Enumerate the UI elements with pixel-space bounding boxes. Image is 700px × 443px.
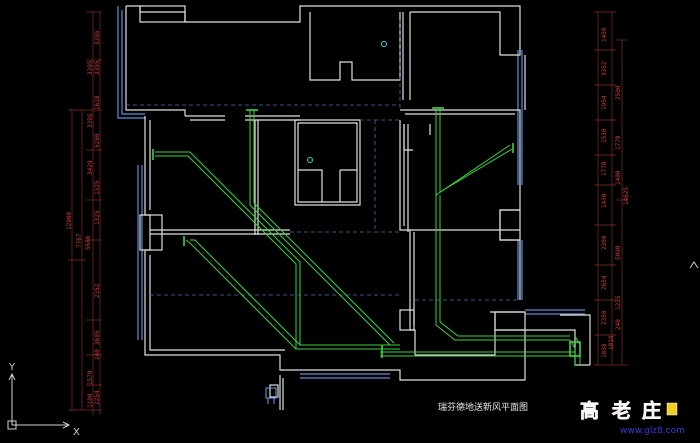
watermark-url: www.glz8.com (620, 426, 685, 436)
equipment-symbol (265, 387, 277, 404)
dim-left-inner-upper-4: 5280 (94, 133, 101, 148)
dim-right-inner-9: 2350 (601, 310, 608, 325)
right-outer-dimensions: 14625 2500 1770 1400 1818 5090 1235 240 (608, 85, 630, 350)
dim-left-outer-1: 3395 (87, 60, 94, 75)
watermark-char-3: 庄 (642, 399, 661, 422)
drawing-title: 瑞芬德地送新风平面图 (438, 401, 528, 413)
dim-left-inner-lower-4: 1570 (87, 370, 94, 385)
left-dimension-lines (68, 11, 102, 415)
dim-right-inner-2: 3352 (601, 61, 608, 76)
dim-right-inner-5: 1778 (601, 161, 608, 176)
dim-right-inner-8: 2654 (601, 275, 608, 290)
dim-left-inner-upper-6: 1325 (94, 210, 101, 225)
right-inner-dimensions: 1450 3352 1954 1530 1778 1430 2360 2654 … (601, 27, 608, 358)
dim-left-inner-lower-3: 240 (94, 349, 101, 360)
dim-left-inner-upper-3: 1618 (94, 95, 101, 110)
axis-y-label: Y (8, 362, 16, 373)
dim-left-inner-lower-1: 2352 (94, 283, 101, 298)
left-inner-lower-dimensions: 2352 3695 240 1570 2254 1100 (87, 283, 101, 408)
dashed-beams (126, 20, 520, 301)
watermark-square (666, 402, 678, 416)
fixtures (307, 41, 387, 163)
dim-right-inner-3: 1954 (601, 95, 608, 110)
drain-icon (381, 41, 387, 47)
dim-left-inner-lower-5: 2254 (94, 390, 101, 405)
duct-vents (152, 107, 581, 358)
dim-left-mid-1: 7767 (76, 233, 83, 248)
dim-right-outer-4: 1818 (608, 335, 615, 350)
dim-right-inner-4: 1530 (601, 128, 608, 143)
dim-left-mid-2: 5686 (85, 235, 92, 250)
dim-right-inner-7: 2360 (601, 235, 608, 250)
dim-right-outer-6: 1235 (615, 295, 622, 310)
air-ducts (155, 108, 581, 365)
watermark-char-1: 高 (580, 399, 599, 422)
dim-left-outer-3: 3429 (87, 160, 94, 175)
dim-right-outer-1: 2500 (615, 85, 622, 100)
dim-left-inner-lower-6: 1100 (87, 393, 94, 408)
dim-left-total: 12900 (66, 212, 73, 230)
dim-right-inner-1: 1450 (601, 27, 608, 42)
dim-left-inner-upper-2: 3395 (94, 60, 101, 75)
dim-right-outer-3: 1400 (615, 170, 622, 185)
dim-right-outer-2: 1770 (615, 135, 622, 150)
right-dimension-lines (594, 11, 628, 366)
watermark-logo: 高 老 庄 www.glz8.com (580, 399, 685, 436)
left-inner-upper-dimensions: 3395 3395 1618 5280 1325 1325 (94, 30, 101, 225)
ucs-axis-icon (7, 372, 71, 430)
axis-x-label: X (73, 427, 80, 438)
dim-left-outer-2: 3395 (87, 113, 94, 128)
dim-left-inner-upper-1: 3395 (94, 30, 101, 45)
dim-left-inner-lower-2: 3695 (94, 330, 101, 345)
dim-right-inner-6: 1430 (601, 193, 608, 208)
left-outer-dimensions: 3395 3395 3429 (87, 60, 94, 175)
drain-icon (307, 157, 313, 163)
watermark-char-2: 老 (612, 399, 631, 422)
fan-unit (569, 341, 581, 357)
dim-left-inner-upper-5: 1325 (94, 180, 101, 195)
dim-right-outer-5: 5090 (615, 245, 622, 260)
dim-right-inner-10: 1838 (601, 343, 608, 358)
scroll-indicator[interactable] (689, 261, 699, 269)
dim-right-total: 14625 (623, 187, 630, 205)
dim-right-outer-7: 240 (615, 319, 622, 330)
windows (117, 6, 585, 379)
left-mid-dimensions: 12900 7767 5686 (66, 212, 92, 250)
